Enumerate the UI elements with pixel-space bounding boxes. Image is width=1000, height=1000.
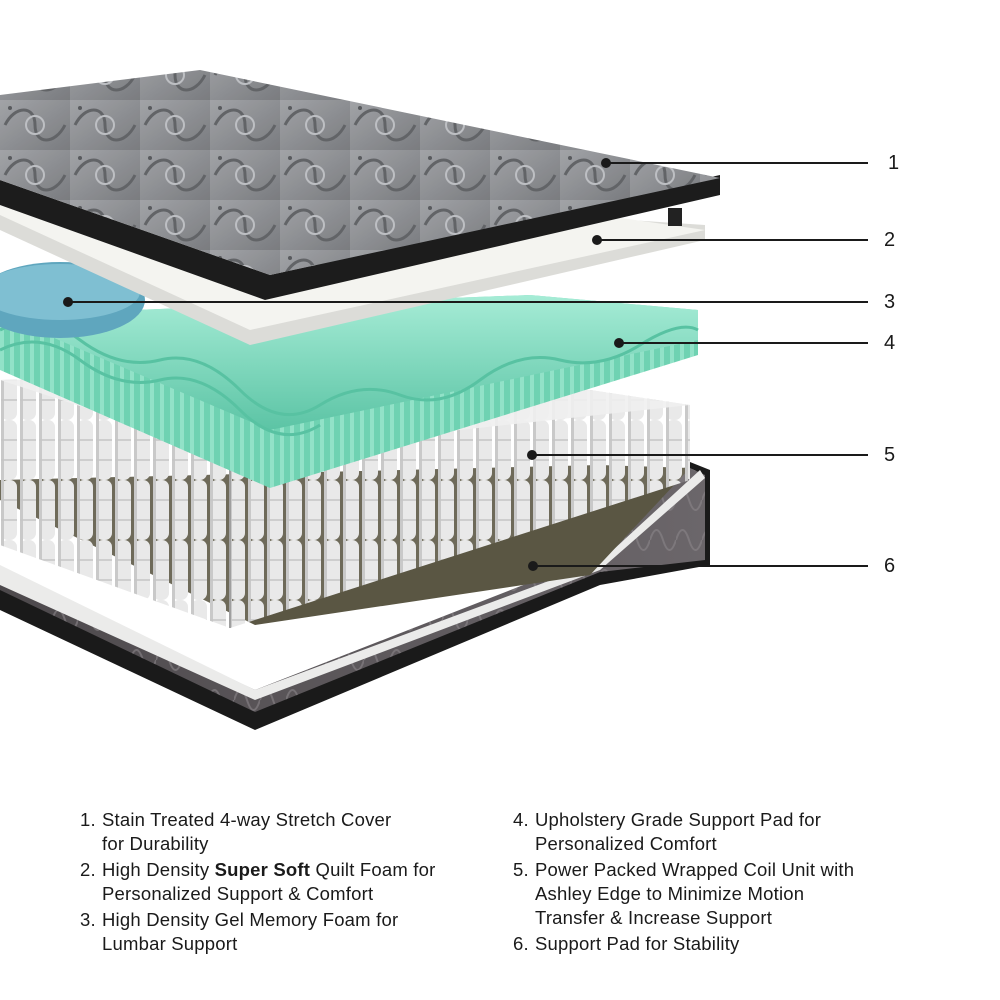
callout-number-2: 2: [884, 229, 896, 251]
legend-item-6: 6. Support Pad for Stability: [513, 933, 740, 954]
callout-number-5: 5: [884, 444, 896, 466]
callout-number-3: 3: [884, 291, 896, 313]
callout-number-4: 4: [884, 332, 896, 354]
leader-lines: [68, 162, 868, 567]
callout-number-6: 6: [884, 555, 896, 577]
callout-number-1: 1: [888, 152, 900, 174]
legend-item-2: 2. High Density Super Soft Quilt Foam fo…: [80, 859, 436, 904]
layer-1-cover: [0, 70, 720, 300]
mattress-layers-illustration: [0, 70, 868, 730]
cover-tag: [668, 208, 682, 226]
layer-4-support-pad: [0, 295, 699, 488]
